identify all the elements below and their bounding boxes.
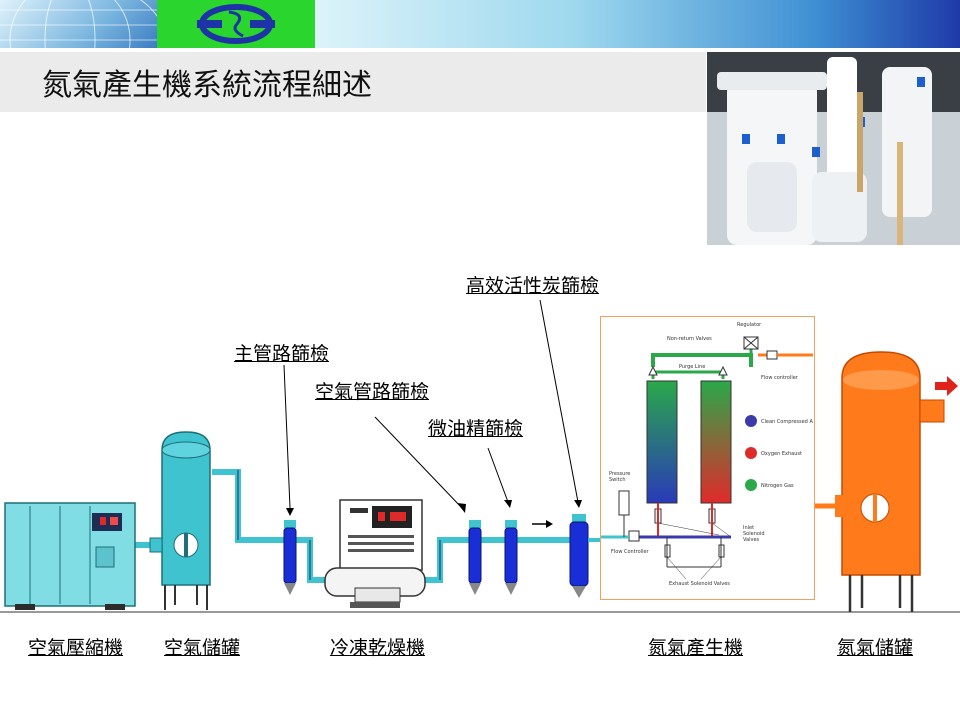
exhaust-solenoid-valves-label: Exhaust Solenoid Valves: [669, 581, 730, 587]
title-band: [0, 52, 706, 112]
generator-schematic-drawing: [601, 336, 813, 580]
generator-photo: [707, 52, 960, 245]
pressure-switch-label: Pressure Switch: [609, 471, 631, 483]
refrigerated-dryer-label: 冷凍乾燥機: [330, 637, 426, 659]
nitrogen-generator-label: 氮氣產生機: [648, 637, 744, 659]
micro-oil-filter: [504, 520, 518, 595]
generator-photo-image: [707, 52, 960, 245]
air-compressor-label: 空氣壓縮機: [28, 637, 124, 659]
company-logo: [157, 0, 315, 48]
nitrogen-tank: [813, 351, 945, 612]
legend-clean-air-label: Clean Compressed A: [761, 419, 813, 425]
logo-icon: [197, 4, 275, 44]
non-return-valves-label: Non-return Valves: [667, 336, 712, 342]
pipe-outline: [237, 470, 441, 580]
callout-lines: [283, 299, 579, 509]
refrigerated-dryer: [324, 499, 426, 608]
air-compressor: [4, 502, 136, 610]
main-line-filter-label: 主管路篩檢: [234, 343, 330, 365]
page-title: 氮氣產生機系統流程細述: [42, 68, 372, 103]
nitrogen-generator-schematic: Regulator Non-return Valves Purge Line F…: [600, 316, 815, 600]
main-line-filter: [283, 520, 297, 595]
flow-arrow-icon: [532, 520, 553, 528]
air-tank-label: 空氣儲罐: [164, 637, 241, 659]
purge-line-label: Purge Line: [679, 364, 706, 370]
globe-icon: [0, 0, 157, 48]
air-line-filter-label: 空氣管路篩檢: [315, 381, 430, 403]
globe-image: [0, 0, 157, 48]
air-line-filter: [468, 520, 482, 595]
micro-oil-filter-label: 微油精篩檢: [428, 418, 524, 440]
regulator-label: Regulator: [737, 322, 762, 328]
air-tank: [149, 431, 211, 610]
flow-controller-top-label: Flow controller: [761, 375, 798, 381]
nitrogen-tank-label: 氮氣儲罐: [837, 637, 914, 659]
legend-oxygen-label: Oxygen Exhaust: [761, 451, 802, 457]
legend-nitrogen-label: Nitrogen Gas: [761, 483, 794, 489]
carbon-filter-label: 高效活性炭篩檢: [466, 275, 600, 297]
nitrogen-outlet-arrow-icon: [935, 376, 958, 396]
callout-arrowheads: [286, 500, 582, 516]
flow-controller-bottom-label: Flow Controller: [611, 549, 649, 555]
inlet-solenoid-valves-label: Inlet Solenoid Valves: [743, 525, 765, 543]
